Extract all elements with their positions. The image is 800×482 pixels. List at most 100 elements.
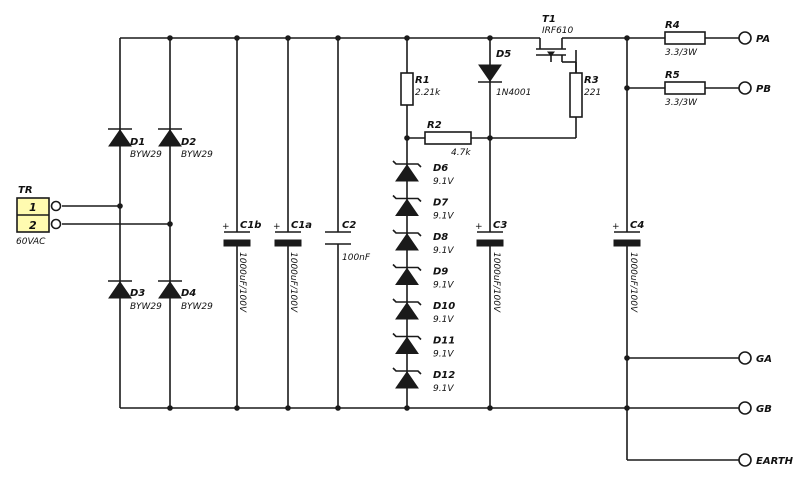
c1a-plus-sign: +: [273, 222, 281, 232]
t1-value-label: IRF610: [542, 26, 574, 36]
terminal-ga[interactable]: GA: [738, 351, 772, 365]
zener-value-label: 9.1V: [433, 212, 454, 222]
pa-terminal-icon: [738, 31, 752, 45]
r1-ref-label: R1: [415, 75, 430, 86]
tr-pin-1-terminal: [50, 200, 62, 212]
c2-ref-label: C2: [342, 220, 356, 231]
zener-ref-label: D8: [433, 232, 448, 243]
d5-ref-label: D5: [496, 49, 511, 60]
tr-ref-label: TR: [18, 185, 33, 196]
zener-cathode-bar: [392, 194, 422, 203]
terminal-gb[interactable]: GB: [738, 401, 772, 415]
zener-triangle: [395, 267, 419, 285]
zener-triangle: [395, 371, 419, 389]
d5-value-label: 1N4001: [496, 88, 531, 98]
terminal-earth[interactable]: EARTH: [738, 453, 794, 467]
zener-value-label: 9.1V: [433, 384, 454, 394]
capacitor-c1b: + C1b 1000uF/100V: [222, 220, 261, 313]
c3-plus-sign: +: [475, 222, 483, 232]
resistor-r3: R3 221: [569, 72, 601, 118]
zener-triangle: [395, 336, 419, 354]
d4-value-label: BYW29: [181, 302, 213, 312]
capacitor-c1a: + C1a 1000uF/100V: [273, 220, 312, 313]
ga-label: GA: [756, 354, 772, 365]
c2-value-label: 100nF: [342, 253, 371, 263]
zener-cathode-bar: [392, 298, 422, 306]
zener-diode-d12: D12 9.1V: [392, 367, 455, 394]
r5-value-label: 3.3/3W: [665, 98, 698, 108]
c4-ref-label: C4: [630, 220, 644, 231]
earth-label: EARTH: [756, 456, 794, 467]
c1a-ref-label: C1a: [291, 220, 312, 231]
zener-cathode-bar: [392, 367, 422, 375]
zener-string: D69.1VD79.1VD89.1VD99.1VD109.1VD119.1VD1…: [392, 160, 455, 394]
zener-triangle: [395, 198, 419, 216]
diode-d4: D4 BYW29: [158, 280, 213, 312]
r5-ref-label: R5: [665, 70, 680, 81]
pb-label: PB: [756, 84, 771, 95]
resistor-r5: R5 3.3/3W: [664, 70, 706, 108]
resistor-r2: R2 4.7k: [424, 120, 472, 158]
d1-value-label: BYW29: [130, 150, 162, 160]
r2-value-label: 4.7k: [451, 148, 471, 158]
r4-value-label: 3.3/3W: [665, 48, 698, 58]
zener-cathode-bar: [392, 332, 422, 341]
c1b-ref-label: C1b: [240, 220, 261, 231]
zener-ref-label: D6: [433, 163, 448, 174]
d4-ref-label: D4: [181, 288, 196, 299]
capacitor-c4: + C4 1000uF/100V: [612, 220, 644, 313]
tr-pin-1-label: 1: [29, 201, 37, 214]
r2-ref-label: R2: [427, 120, 442, 131]
r3-ref-label: R3: [584, 75, 599, 86]
r1-value-label: 2.21k: [415, 88, 441, 98]
d3-value-label: BYW29: [130, 302, 162, 312]
pb-terminal-icon: [738, 81, 752, 95]
zener-value-label: 9.1V: [433, 246, 454, 256]
diode-d3: D3 BYW29: [108, 280, 162, 312]
d3-ref-label: D3: [130, 288, 145, 299]
zener-ref-label: D12: [433, 370, 455, 381]
resistor-r4: R4 3.3/3W: [664, 20, 706, 58]
c1b-value-label: 1000uF/100V: [237, 252, 247, 313]
r3-value-label: 221: [584, 88, 601, 98]
gb-terminal-icon: [738, 401, 752, 415]
terminal-pb[interactable]: PB: [738, 81, 771, 95]
capacitor-c2: C2 100nF: [325, 220, 371, 263]
zener-diode-d8: D8 9.1V: [392, 229, 454, 256]
gb-label: GB: [756, 404, 772, 415]
zener-diode-d9: D99.1V: [392, 263, 454, 291]
t1-ref-label: T1: [542, 14, 556, 25]
c4-value-label: 1000uF/100V: [628, 252, 638, 313]
diode-d1: D1 BYW29: [108, 128, 162, 160]
c1b-plus-sign: +: [222, 222, 230, 232]
d2-value-label: BYW29: [181, 150, 213, 160]
diode-d5: D5 1N4001: [478, 49, 531, 98]
terminal-pa[interactable]: PA: [738, 31, 770, 45]
junction-dots: [117, 35, 630, 411]
zener-value-label: 9.1V: [433, 315, 454, 325]
c3-ref-label: C3: [493, 220, 507, 231]
zener-triangle: [395, 164, 419, 182]
zener-cathode-bar: [392, 263, 422, 272]
zener-diode-d6: D6 9.1V: [392, 160, 454, 187]
resistor-r1: R1 2.21k: [400, 72, 441, 106]
capacitor-c3: + C3 1000uF/100V: [475, 220, 507, 313]
ga-terminal-icon: [738, 351, 752, 365]
earth-terminal-icon: [738, 453, 752, 467]
diode-d2: D2 BYW29: [158, 128, 213, 160]
tr-pin-2-terminal: [50, 218, 62, 230]
zener-triangle: [395, 233, 419, 251]
r4-ref-label: R4: [665, 20, 680, 31]
d1-ref-label: D1: [130, 137, 145, 148]
zener-value-label: 9.1V: [433, 350, 454, 360]
zener-value-label: 9.1V: [433, 177, 454, 187]
d2-ref-label: D2: [181, 137, 196, 148]
zener-cathode-bar: [392, 160, 422, 168]
tr-pin-2-label: 2: [29, 219, 37, 232]
tr-rating-label: 60VAC: [16, 237, 46, 247]
zener-cathode-bar: [392, 229, 422, 237]
zener-triangle: [395, 302, 419, 320]
